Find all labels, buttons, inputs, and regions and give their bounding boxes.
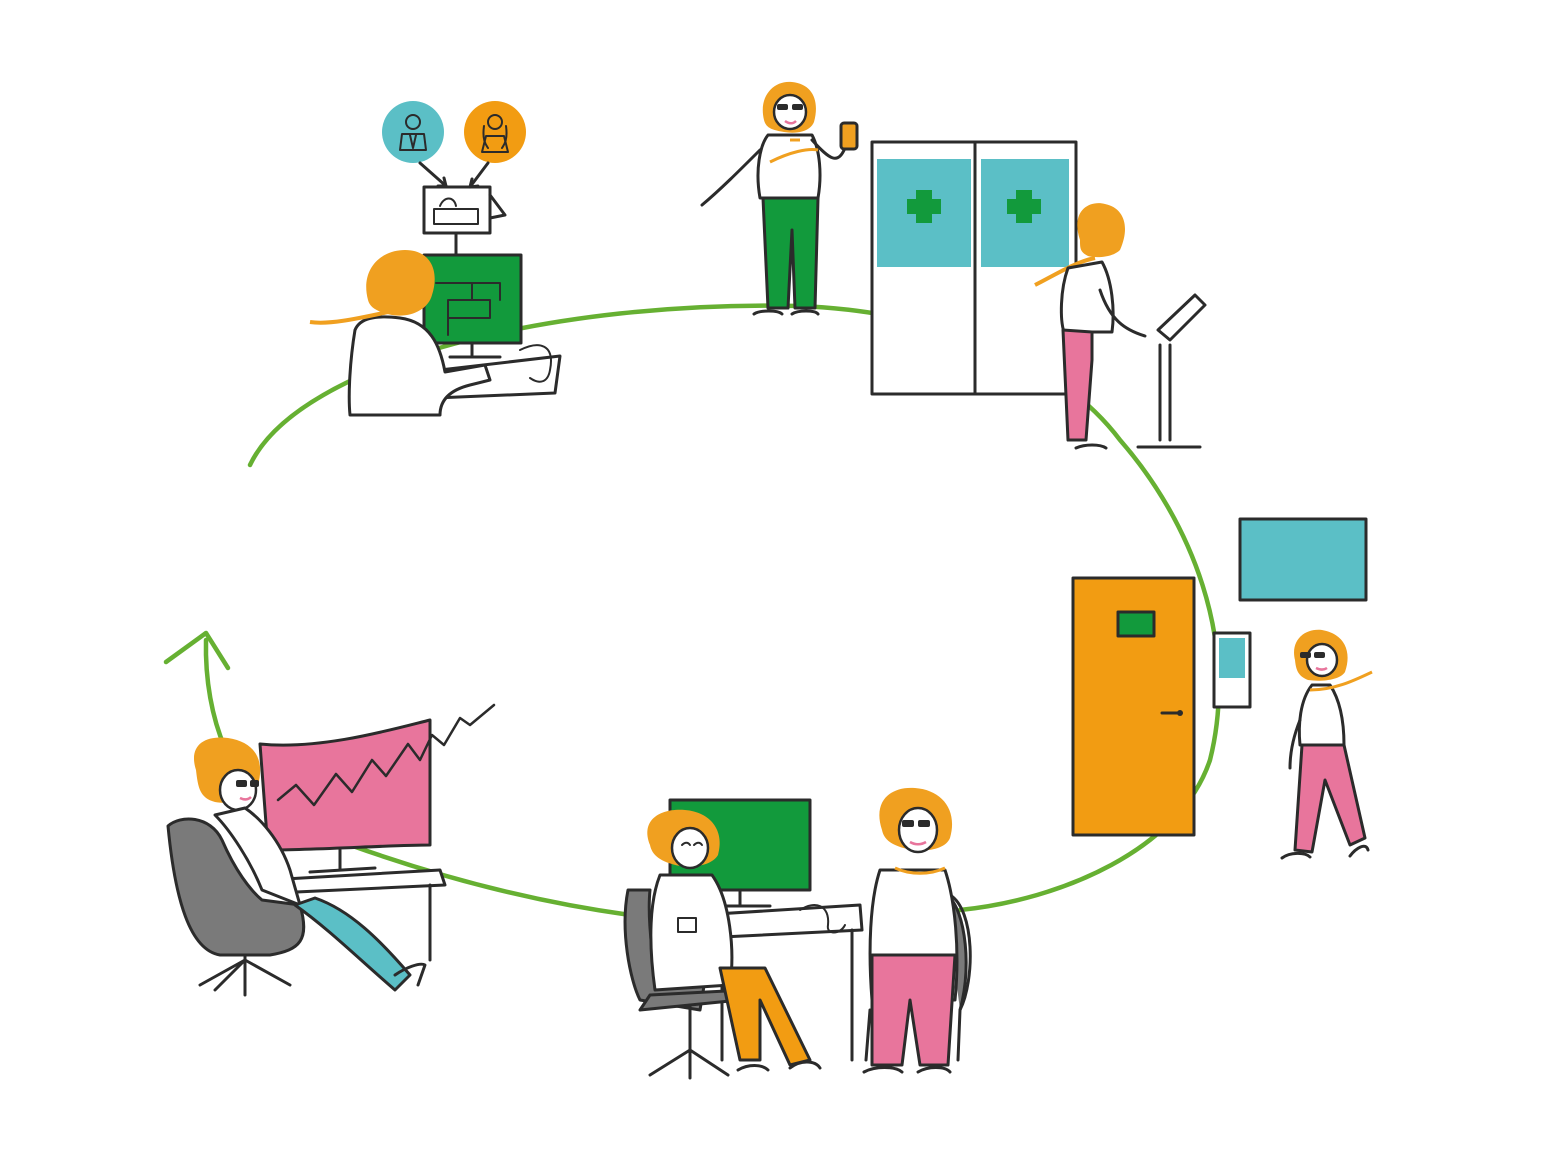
journey-path-bottom (347, 842, 633, 918)
consultation-at-desk (623, 787, 972, 1080)
hair (1077, 203, 1125, 258)
waiting-at-exam-room (1071, 517, 1373, 860)
patient-avatar-icon (464, 101, 526, 163)
kiosk-icon (1136, 293, 1207, 449)
phone-icon (839, 121, 859, 151)
medical-cross-icon (907, 190, 941, 223)
wall-screen (1238, 517, 1368, 602)
doctor-avatar-icon (382, 101, 444, 163)
calendar-icon (422, 185, 507, 235)
data-review (166, 703, 496, 997)
arrow-head-icon (163, 630, 231, 671)
check-in-kiosk (870, 140, 1207, 450)
booking-at-computer (309, 101, 562, 417)
door-window (1116, 610, 1156, 638)
arrival-with-phone (700, 81, 859, 316)
medical-cross-icon (1007, 190, 1041, 223)
hair (366, 250, 435, 316)
trend-chart-icon (276, 703, 496, 807)
